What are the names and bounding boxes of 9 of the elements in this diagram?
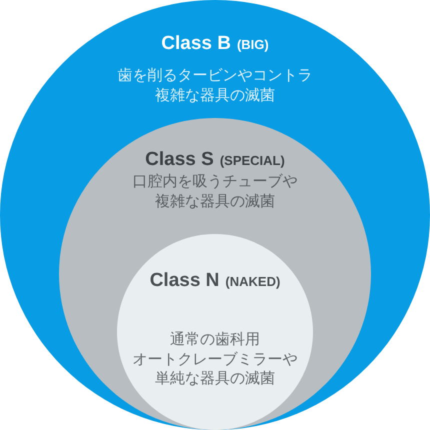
description: 歯を削るタービンやコントラ複雑な器具の滅菌 — [118, 67, 312, 106]
heading-note: (NAKED) — [225, 274, 280, 288]
description: 口腔内を吸うチューブや複雑な器具の滅菌 — [132, 173, 298, 212]
heading: Class S — [145, 148, 214, 170]
heading: Class N — [150, 270, 220, 290]
description: 通常の歯科用オートクレーブミラーや単純な器具の滅菌 — [132, 331, 298, 389]
heading-note: (SPECIAL) — [220, 152, 285, 168]
heading: Class B — [161, 32, 231, 54]
heading-note: (BIG) — [236, 36, 269, 52]
